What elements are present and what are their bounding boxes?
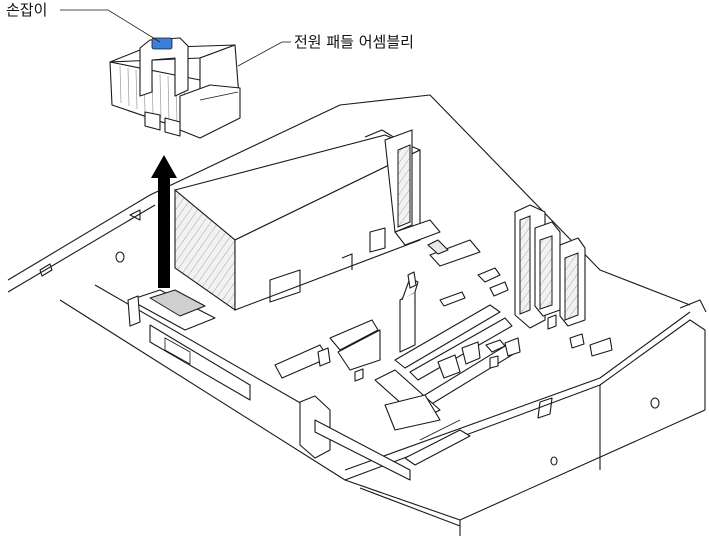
arrow-up-icon — [151, 155, 177, 288]
handle-callout: 손잡이 — [6, 1, 48, 19]
handle-tab — [151, 37, 173, 50]
server-chassis — [7, 94, 707, 536]
power-paddle-assembly-callout: 전원 패들 어셈블리 — [294, 33, 414, 51]
power-paddle-assembly — [109, 37, 241, 139]
callout-leaders — [60, 9, 291, 67]
power-supply-cage — [174, 129, 421, 312]
power-paddle-slot — [127, 289, 471, 481]
motherboard-components — [274, 204, 613, 431]
